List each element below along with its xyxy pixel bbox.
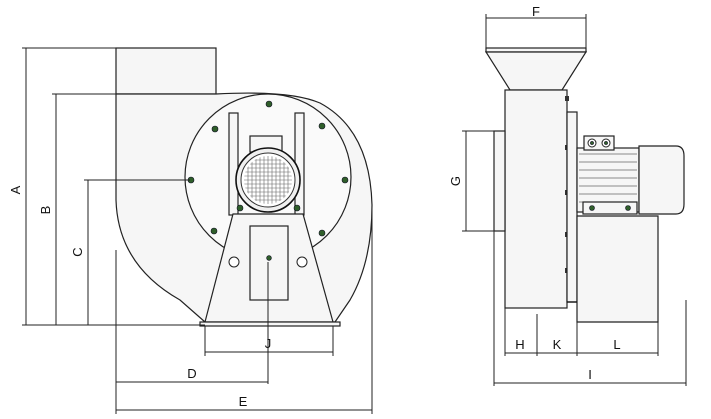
side-dimensions	[462, 14, 687, 386]
dim-label-l: L	[613, 337, 620, 352]
outlet-duct	[115, 47, 217, 95]
side-housing	[504, 89, 568, 309]
outlet-funnel	[484, 51, 588, 91]
front-dimensions	[22, 47, 373, 414]
front-view	[115, 47, 373, 327]
dim-label-f: F	[532, 4, 540, 19]
dim-label-d: D	[187, 366, 196, 381]
plate-bolts	[187, 100, 349, 237]
motor-side	[576, 135, 685, 215]
dim-label-h: H	[515, 337, 524, 352]
dim-label-e: E	[239, 394, 248, 409]
dim-label-j: J	[265, 336, 272, 351]
motor-front	[235, 147, 301, 213]
dim-label-i: I	[588, 367, 592, 382]
dim-label-a: A	[8, 185, 23, 194]
side-view	[484, 47, 685, 323]
dim-label-c: C	[70, 247, 85, 256]
dim-label-g: G	[448, 176, 463, 186]
dim-label-k: K	[553, 337, 562, 352]
dim-label-b: B	[38, 206, 53, 215]
